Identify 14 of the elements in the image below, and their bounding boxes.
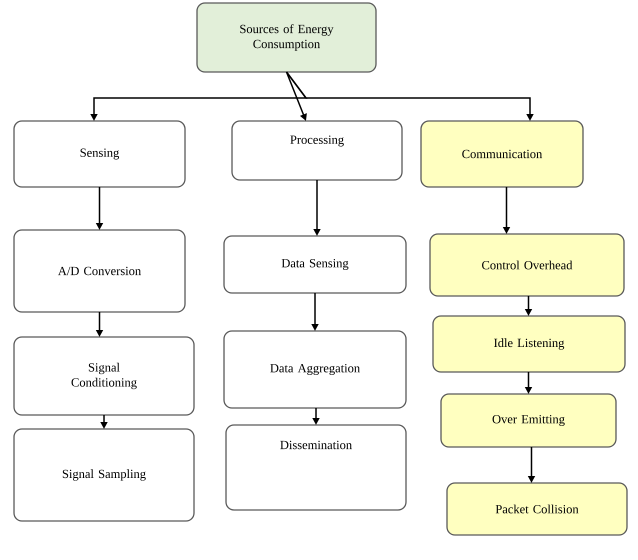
process-box: Over Emitting [440,393,617,448]
process-box: Sensing [13,120,186,188]
process-box: Control Overhead [429,233,625,297]
process-box: Idle Listening [432,315,626,373]
process-box: Signal Conditioning [13,336,195,416]
process-box: Dissemination [225,424,407,511]
process-box: Packet Collision [446,482,628,536]
process-box: Processing [231,120,403,181]
process-box: Signal Sampling [13,428,195,522]
process-box: Sources of Energy Consumption [196,2,377,73]
process-box: Data Sensing [223,235,407,294]
process-box: Data Aggregation [223,330,407,409]
process-box: A/D Conversion [13,229,186,313]
process-box: Communication [420,120,584,188]
